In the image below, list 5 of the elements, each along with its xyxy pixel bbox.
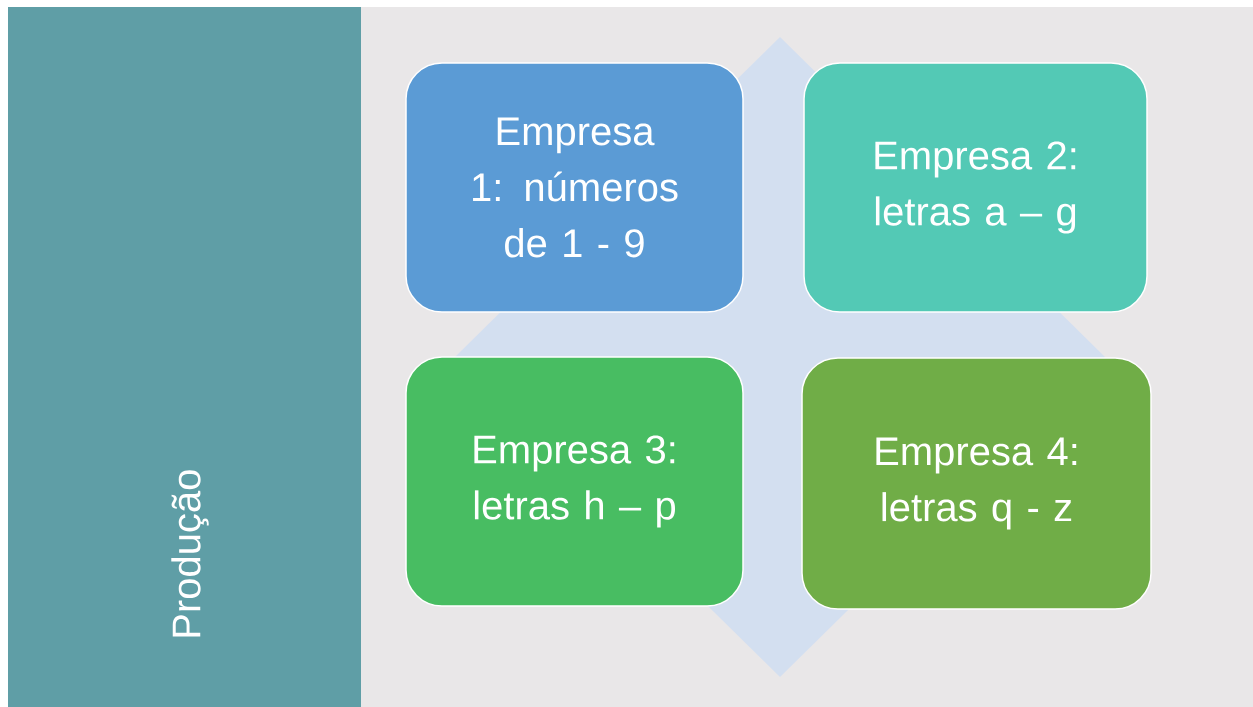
side-panel: Produção xyxy=(8,7,361,707)
rounded-box: Empresa 4: letras q - z xyxy=(801,357,1152,610)
rounded-box: Empresa 1: números de 1 - 9 xyxy=(405,62,744,313)
rounded-box: Empresa 3: letras h – p xyxy=(405,356,744,607)
rounded-box: Empresa 2: letras a – g xyxy=(803,62,1148,313)
